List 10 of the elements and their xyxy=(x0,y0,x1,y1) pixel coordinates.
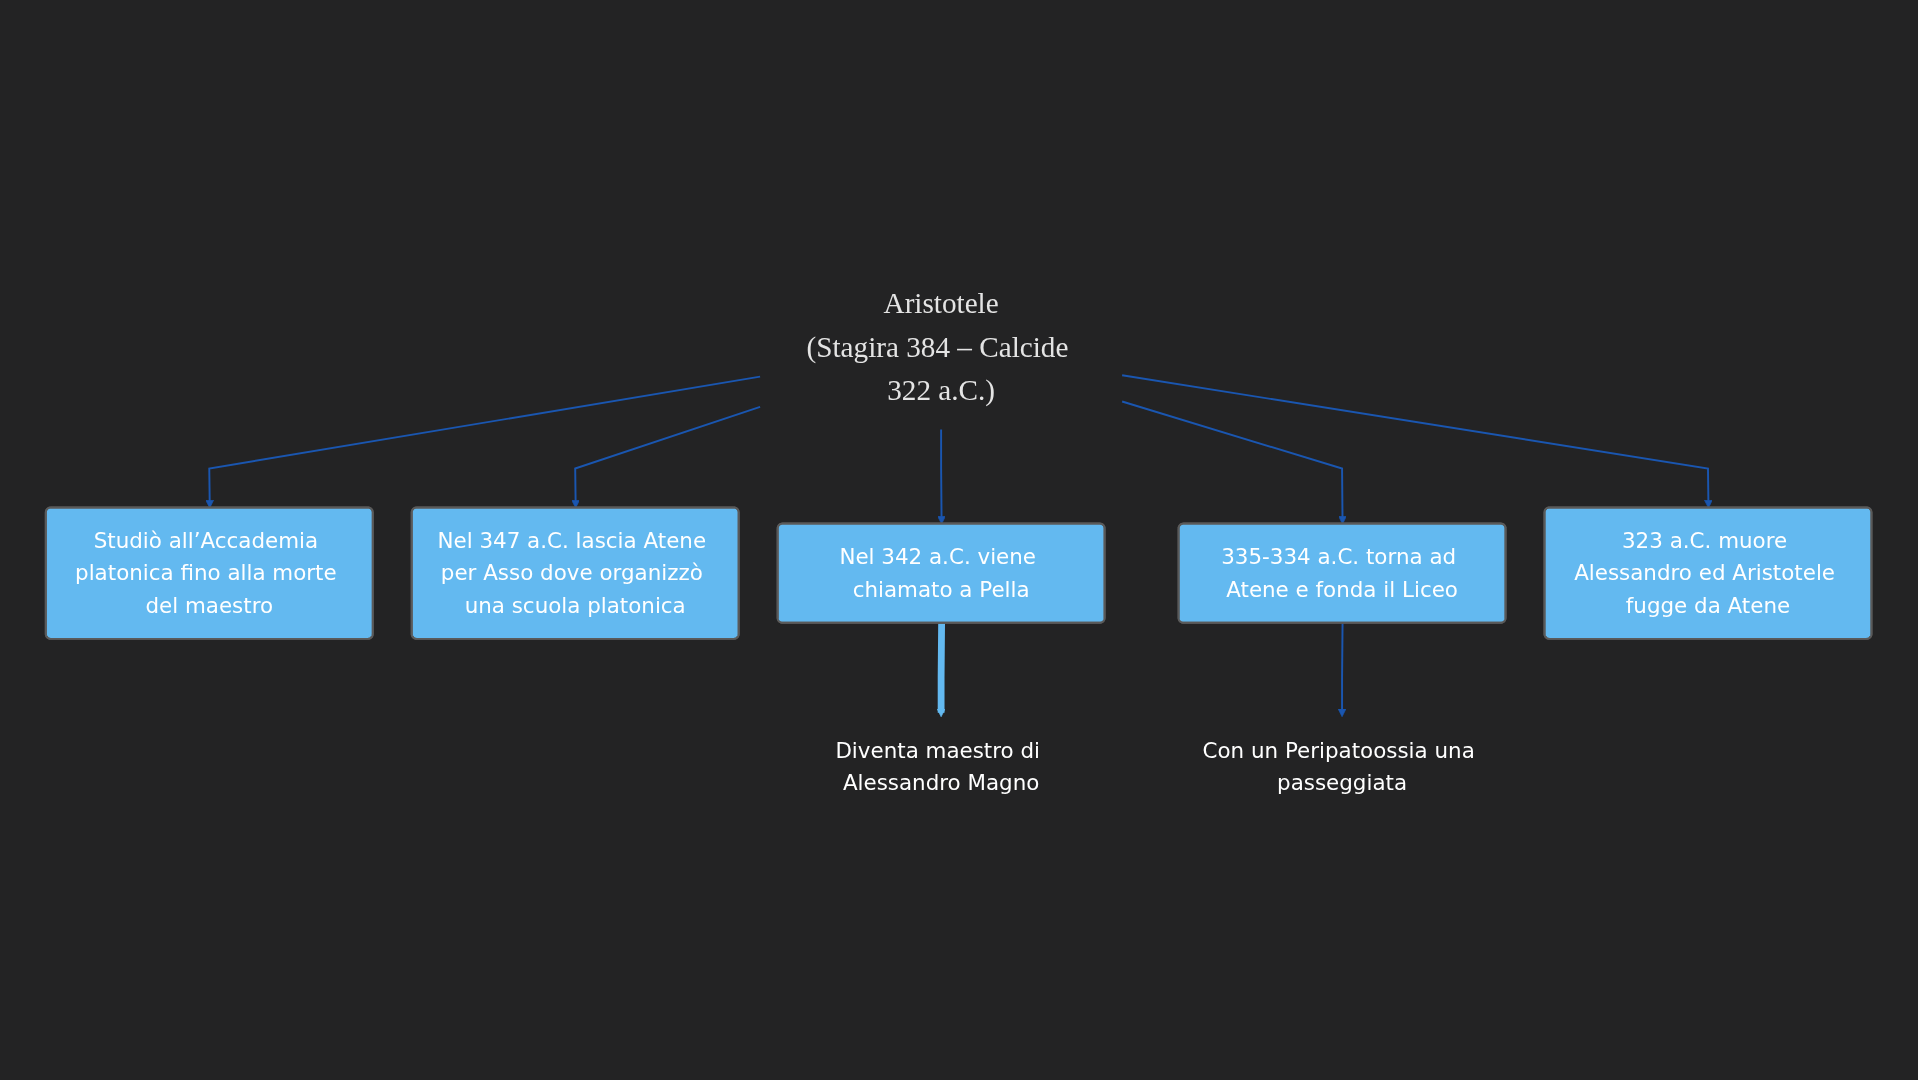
node-text: Con un Peripatoossia una passeggiata xyxy=(1202,738,1476,795)
arrow xyxy=(937,429,947,525)
arrow xyxy=(937,623,946,718)
arrow xyxy=(571,406,762,509)
arrow xyxy=(1121,374,1713,509)
arrow xyxy=(1338,622,1347,718)
arrow xyxy=(1121,401,1348,525)
arrow xyxy=(205,376,762,509)
node-text: Diventa maestro di Alessandro Magno xyxy=(835,738,1041,795)
node-text: Aristotele (Stagira 384 – Calcide 322 a.C.) xyxy=(806,286,1069,407)
